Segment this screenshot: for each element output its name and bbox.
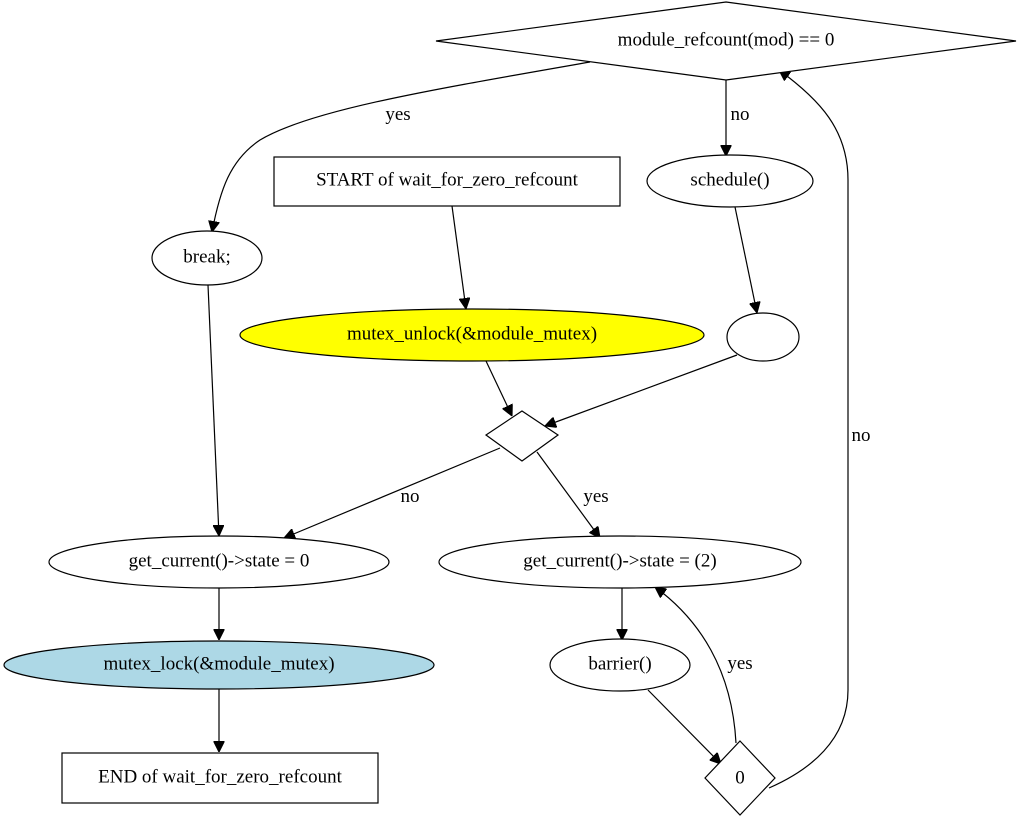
node-barrier-label: barrier()	[588, 653, 651, 674]
node-state-zero-label: get_current()->state = 0	[129, 550, 310, 571]
edge-refcount-yes-to-break	[212, 61, 591, 232]
node-end-label: END of wait_for_zero_refcount	[98, 766, 342, 787]
node-empty-shape	[726, 312, 800, 362]
edge-label-zero-yes: yes	[727, 653, 752, 674]
edge-schedule-to-empty	[734, 206, 757, 313]
edge-label-refcount-yes: yes	[385, 104, 410, 125]
edge-labels: yes no no yes yes no	[385, 104, 870, 674]
node-cond-refcount-label: module_refcount(mod) == 0	[618, 29, 835, 50]
edge-unlock-to-decision	[485, 360, 512, 416]
edge-start-to-unlock	[451, 205, 466, 309]
node-state-zero-shape	[48, 535, 390, 589]
node-state-two-label: get_current()->state = (2)	[523, 550, 716, 571]
node-state-zero: get_current()->state = 0	[48, 535, 390, 589]
node-state-two: get_current()->state = (2)	[438, 535, 802, 589]
node-schedule-label: schedule()	[690, 169, 769, 190]
node-state-two-shape	[438, 535, 802, 589]
node-mutex-lock: mutex_lock(&module_mutex)	[3, 640, 435, 690]
node-zero-cond: 0	[704, 740, 776, 816]
node-zero-cond-shape	[704, 740, 776, 816]
edge-decision-yes-to-state-two	[536, 451, 600, 538]
node-empty	[726, 312, 800, 362]
node-zero-cond-label: 0	[735, 767, 745, 788]
node-start-label: START of wait_for_zero_refcount	[316, 169, 579, 190]
edge-label-refcount-no: no	[731, 104, 750, 125]
node-cond-refcount: module_refcount(mod) == 0	[435, 1, 1017, 81]
edge-decision-no-to-state-zero	[284, 447, 501, 538]
node-cond-refcount-shape	[435, 1, 1017, 81]
edge-break-to-state-zero	[207, 284, 219, 536]
node-end: END of wait_for_zero_refcount	[61, 752, 379, 804]
node-barrier-shape	[549, 638, 691, 692]
edges	[207, 61, 849, 789]
node-decision-shape	[484, 410, 560, 462]
edge-label-decision-yes: yes	[583, 486, 608, 507]
node-schedule-shape	[646, 154, 814, 208]
edge-empty-to-decision	[545, 354, 738, 426]
node-decision	[484, 410, 560, 462]
edge-label-zero-no: no	[852, 425, 871, 446]
node-break: break;	[151, 230, 263, 286]
node-start-shape	[273, 156, 621, 207]
edge-zero-cond-no-to-refcount	[768, 70, 849, 789]
node-start: START of wait_for_zero_refcount	[273, 156, 621, 207]
node-mutex-unlock: mutex_unlock(&module_mutex)	[239, 308, 705, 362]
node-break-label: break;	[183, 246, 230, 267]
node-end-shape	[61, 752, 379, 804]
edge-zero-cond-yes-to-state-two	[655, 587, 737, 744]
node-mutex-lock-label: mutex_lock(&module_mutex)	[103, 653, 334, 674]
node-mutex-lock-shape	[3, 640, 435, 690]
node-mutex-unlock-label: mutex_unlock(&module_mutex)	[347, 323, 597, 344]
node-barrier: barrier()	[549, 638, 691, 692]
edge-label-decision-no: no	[401, 486, 420, 507]
node-schedule: schedule()	[646, 154, 814, 208]
node-break-shape	[151, 230, 263, 286]
node-mutex-unlock-shape	[239, 308, 705, 362]
edge-barrier-to-zero-cond	[647, 689, 721, 764]
